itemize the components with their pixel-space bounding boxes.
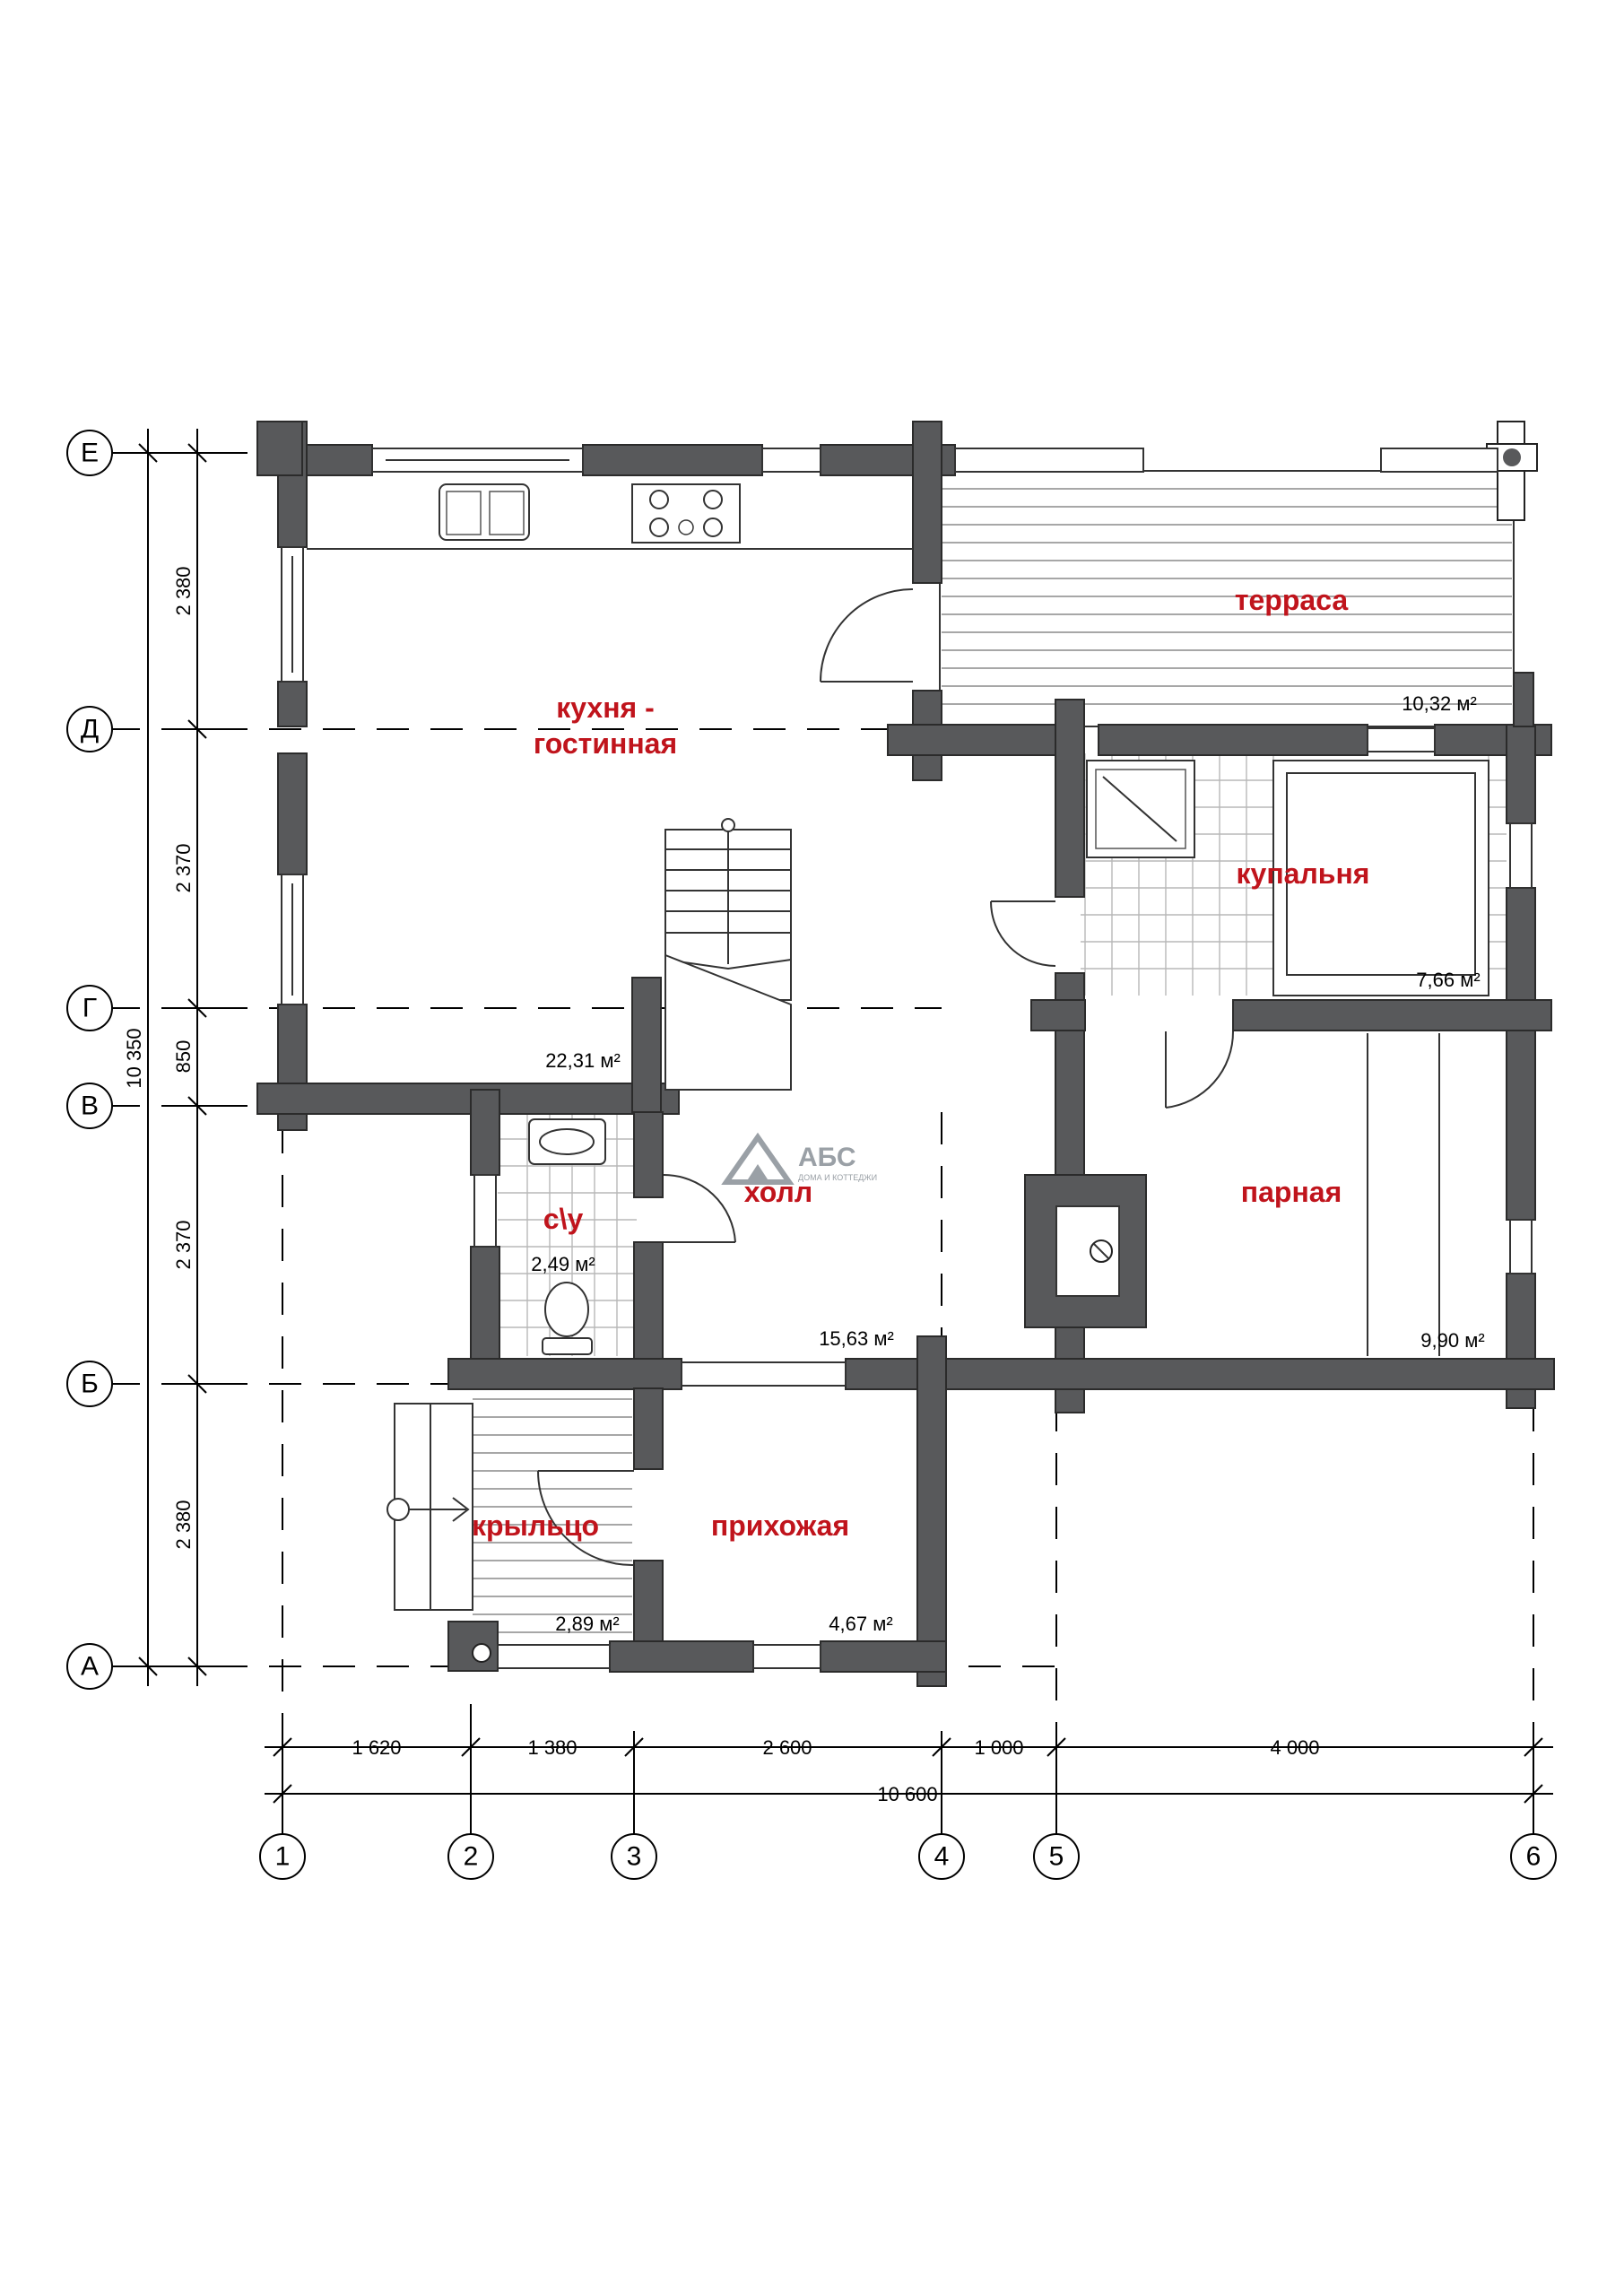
hdim-2: 1 380 [527,1736,577,1759]
horizontal-dimensions: 1 620 1 380 2 600 1 000 4 000 10 600 [265,1731,1553,1812]
staircase [664,818,792,1091]
col-axis-5: 5 [1049,1842,1064,1872]
hdim-4: 1 000 [974,1736,1023,1759]
kitchen-counter [307,483,913,550]
porch-decking [386,1398,632,1633]
row-axis-B: Б [81,1370,99,1399]
col-axis-2: 2 [464,1842,479,1872]
room-hall-label: холл [744,1176,812,1208]
vdim-2: 2 370 [172,843,195,892]
room-bathing-label: купальня [1237,857,1370,890]
vdim-4: 2 370 [172,1220,195,1269]
terrace-decking [939,470,1515,727]
vdim-3: 850 [172,1040,195,1074]
row-axis-A: А [81,1652,99,1682]
room-porch-area: 2,89 м² [555,1613,619,1635]
room-steam-area: 9,90 м² [1420,1329,1484,1352]
doors [537,588,1235,1567]
column-axis-markers: 1 2 3 4 5 6 [259,1762,1557,1880]
vertical-dimensions: 2 380 2 370 850 2 370 2 380 10 350 [123,429,215,1686]
hdim-5: 4 000 [1270,1736,1319,1759]
room-hall-area: 15,63 м² [819,1327,894,1350]
windows [281,448,1533,1669]
room-terrace-label: терраса [1235,584,1349,616]
room-steam-label: парная [1241,1176,1342,1208]
room-kitchen-label-1: кухня - [556,691,655,724]
company-logo: АБС ДОМА И КОТТЕДЖИ [721,1132,877,1185]
walls [256,421,1555,1687]
col-axis-1: 1 [275,1842,291,1872]
row-axis-E: Е [81,439,99,468]
vdim-5: 2 380 [172,1500,195,1549]
vdim-1: 2 380 [172,566,195,615]
room-bathing-area: 7,66 м² [1416,969,1480,991]
room-wc-area: 2,49 м² [531,1253,595,1275]
room-labels: кухня - гостинная 22,31 м² терраса 10,32… [472,584,1485,1635]
logo-name: АБС [798,1143,856,1172]
logo-tagline: ДОМА И КОТТЕДЖИ [798,1173,877,1182]
vdim-total: 10 350 [123,1028,145,1088]
room-entry-area: 4,67 м² [829,1613,892,1635]
room-porch-label: крыльцо [472,1509,599,1542]
row-axis-V: В [81,1091,99,1121]
room-wc-label: с\у [543,1203,584,1235]
room-terrace-area: 10,32 м² [1402,692,1477,715]
room-entry-label: прихожая [711,1509,849,1542]
hdim-1: 1 620 [352,1736,401,1759]
bathing-fixtures [1086,760,1489,996]
hdim-total: 10 600 [877,1783,937,1805]
room-kitchen-area: 22,31 м² [545,1049,621,1072]
room-kitchen-label-2: гостинная [534,727,677,760]
col-axis-3: 3 [627,1842,642,1872]
row-axis-D: Д [81,715,99,744]
col-axis-4: 4 [934,1842,950,1872]
steam-room-fixtures [1024,1033,1440,1356]
hdim-3: 2 600 [762,1736,812,1759]
row-axis-markers: Е Д Г В Б А [66,430,113,1690]
wc-fixtures [528,1118,606,1355]
row-axis-G: Г [83,994,97,1023]
col-axis-6: 6 [1526,1842,1541,1872]
